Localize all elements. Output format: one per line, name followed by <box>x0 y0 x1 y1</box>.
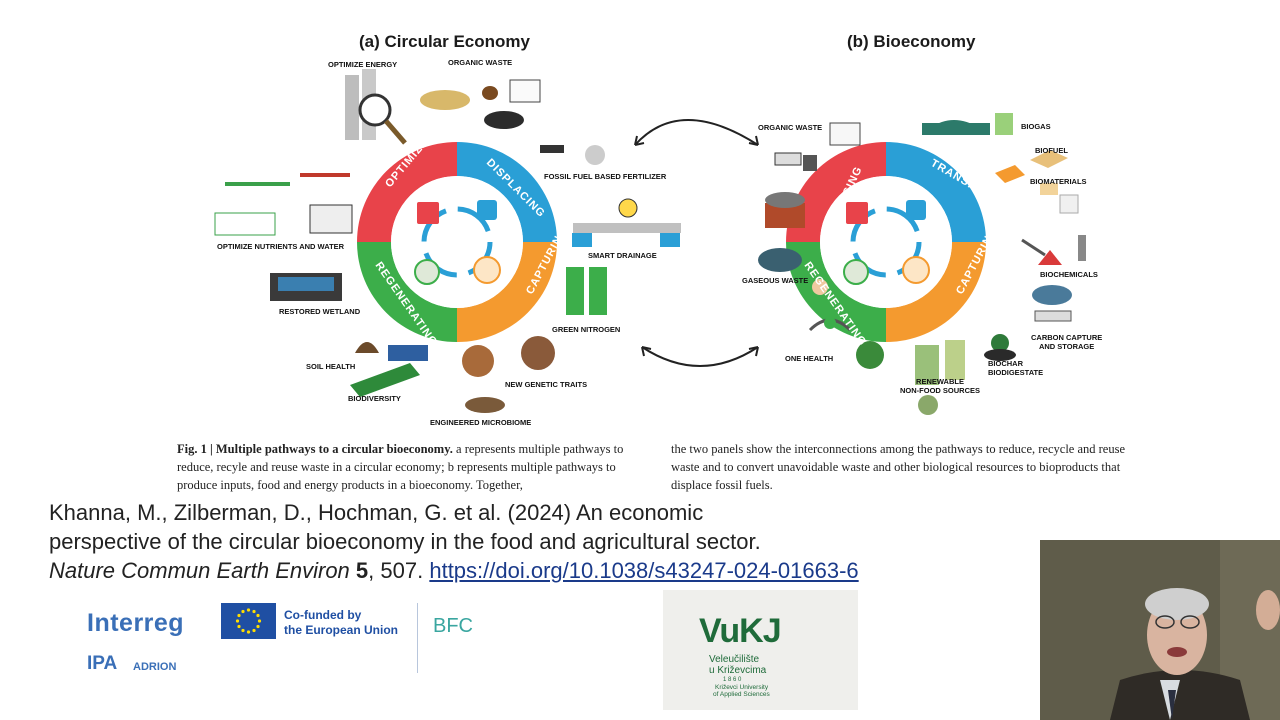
adrion-logo: ADRION <box>133 661 177 673</box>
journal-pages: , 507. <box>368 558 424 583</box>
label-biofuel: BIOFUEL <box>1035 146 1068 155</box>
reference-line-2: perspective of the circular bioeconomy i… <box>49 529 761 554</box>
reference-line-1: Khanna, M., Zilberman, D., Hochman, G. e… <box>49 500 704 525</box>
reference-line-3: Nature Commun Earth Environ 5, 507. http… <box>49 556 859 585</box>
label-restored-wetland: RESTORED WETLAND <box>279 307 361 316</box>
label-new-genetic: NEW GENETIC TRAITS <box>505 380 588 389</box>
journal-name: Nature Commun Earth Environ <box>49 558 350 583</box>
ipa-logo: IPA <box>87 653 118 674</box>
label-gaseous-waste: GASEOUS WASTE <box>742 276 809 285</box>
figure-diagram: OPTIMIZING DISPLACING CAPTURING REGENERA… <box>214 69 1086 415</box>
cofunded-line-1: Co-funded by <box>284 608 362 622</box>
vukj-line-1: Veleučilište <box>709 654 760 665</box>
label-biochar: BIOCHAR BIODIGESTATE <box>988 359 1044 377</box>
label-soil-health: SOIL HEALTH <box>306 362 356 371</box>
panel-a-icons <box>214 69 681 413</box>
webcam-video <box>1040 540 1280 720</box>
vukj-logo-panel: VuKJ Veleučilište u Križevcima 1 8 6 0 K… <box>663 590 858 710</box>
label-engineered-microbiome: ENGINEERED MICROBIOME <box>430 418 532 427</box>
label-fossil-fertilizer: FOSSIL FUEL BASED FERTILIZER <box>544 172 667 181</box>
doi-link[interactable]: https://doi.org/10.1038/s43247-024-01663… <box>429 558 859 583</box>
panel-b-wheel <box>786 142 986 342</box>
vukj-line-4: of Applied Sciences <box>713 691 770 698</box>
journal-volume: 5 <box>355 558 369 583</box>
label-green-nitrogen: GREEN NITROGEN <box>552 325 621 334</box>
label-carbon-capture: CARBON CAPTURE AND STORAGE <box>1031 333 1103 351</box>
label-optimize-energy: OPTIMIZE ENERGY <box>328 60 398 69</box>
vukj-year: 1 8 6 0 <box>723 677 742 683</box>
caption-rest: a represents multiple pathways to reduce… <box>177 442 624 492</box>
vukj-logo: VuKJ <box>699 612 782 650</box>
label-biogas: BIOGAS <box>1021 122 1051 131</box>
panel-b-icons <box>758 113 1086 415</box>
label-biomaterials: BIOMATERIALS <box>1030 177 1087 186</box>
figure-caption-right: the two panels show the interconnections… <box>671 442 1126 492</box>
cofunded-line-2: the European Union <box>284 623 398 637</box>
panel-b-title: (b) Bioeconomy <box>847 32 976 51</box>
panel-a-wheel <box>357 142 557 342</box>
label-organic-waste-b: ORGANIC WASTE <box>758 123 823 132</box>
interreg-logo: Interreg <box>87 609 185 637</box>
label-optimize-nutrients: OPTIMIZE NUTRIENTS AND WATER <box>217 242 345 251</box>
logo-divider <box>417 603 418 673</box>
label-biochemicals: BIOCHEMICALS <box>1040 270 1098 279</box>
connector-arrow-top <box>634 119 759 146</box>
vukj-line-2: u Križevcima <box>709 665 767 676</box>
label-biodiversity: BIODIVERSITY <box>348 394 401 403</box>
label-organic-waste-a: ORGANIC WASTE <box>448 58 513 67</box>
label-smart-drainage: SMART DRAINAGE <box>588 251 657 260</box>
panel-a-title: (a) Circular Economy <box>359 32 530 51</box>
figure-caption-left: Fig. 1 | Multiple pathways to a circular… <box>177 440 655 494</box>
label-one-health: ONE HEALTH <box>785 354 834 363</box>
label-renewable: RENEWABLE NON-FOOD SOURCES <box>900 377 981 395</box>
connector-arrow-bottom <box>641 346 759 367</box>
bfc-logo: BFC <box>433 615 473 637</box>
presenter-image <box>1040 540 1280 720</box>
eu-flag-icon <box>221 603 276 639</box>
vukj-line-3: Križevci University <box>715 684 769 691</box>
caption-bold: Fig. 1 | Multiple pathways to a circular… <box>177 442 453 456</box>
